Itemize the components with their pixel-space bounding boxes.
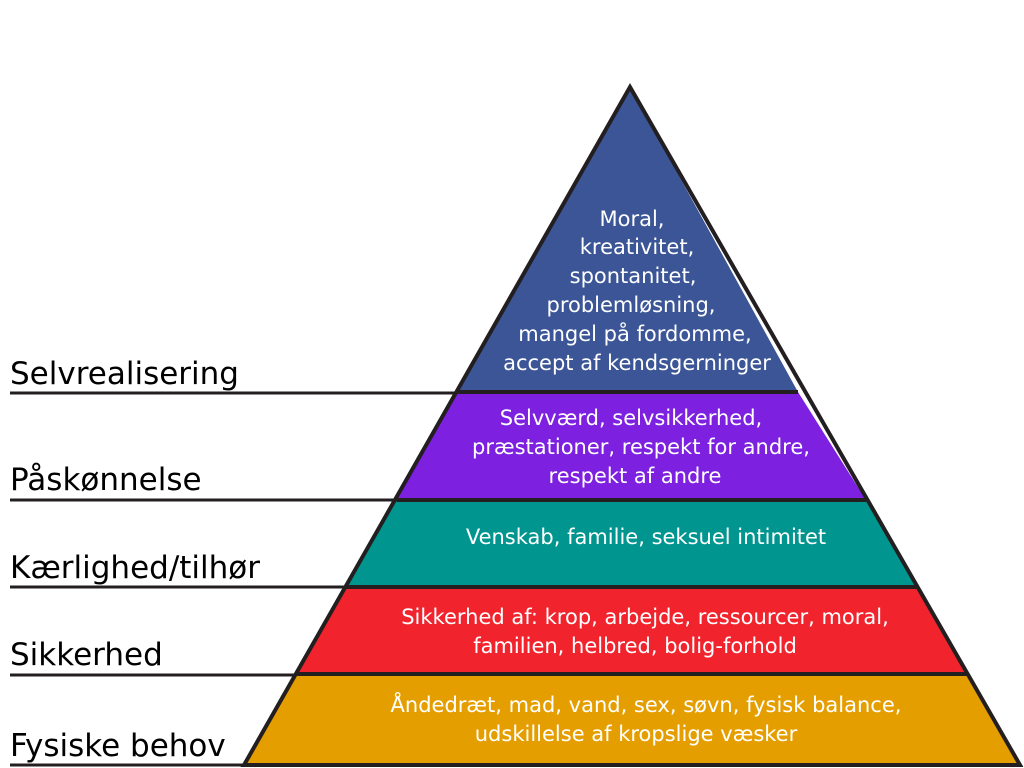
kaerlighed-text-line: Venskab, familie, seksuel intimitet [466, 525, 826, 549]
level-label-fysiske-behov: Fysiske behov [10, 728, 226, 764]
fysiske-behov-text-line: Åndedræt, mad, vand, sex, søvn, fysisk b… [391, 691, 902, 717]
level-label-sikkerhed: Sikkerhed [10, 637, 163, 673]
pyramid-outline [240, 82, 1024, 767]
band-fysiske-behov [244, 674, 1020, 765]
selvrealisering-text-line: problemløsning, [547, 293, 716, 317]
level-label-selvrealisering: Selvrealisering [10, 356, 239, 392]
band-selvrealisering [456, 87, 798, 392]
selvrealisering-text-line: spontanitet, [570, 264, 697, 288]
selvrealisering-text-line: kreativitet, [580, 235, 695, 259]
sikkerhed-text-line: familien, helbred, bolig-forhold [473, 634, 797, 658]
paaskoennelse-text-line: respekt af andre [549, 464, 722, 488]
level-label-kaerlighed: Kærlighed/tilhør [10, 550, 260, 586]
band-kaerlighed [346, 500, 917, 587]
selvrealisering-text-line: accept af kendsgerninger [503, 351, 771, 375]
band-sikkerhed [295, 587, 968, 674]
band-paaskoennelse [397, 392, 866, 500]
fysiske-behov-text-line: udskillelse af kropslige væsker [475, 722, 798, 746]
paaskoennelse-text-line: præstationer, respekt for andre, [472, 435, 810, 459]
sikkerhed-text-line: Sikkerhed af: krop, arbejde, ressourcer,… [401, 605, 889, 629]
selvrealisering-text-line: mangel på fordomme, [518, 321, 751, 346]
selvrealisering-text-line: Moral, [600, 207, 665, 231]
paaskoennelse-text-line: Selvværd, selvsikkerhed, [500, 406, 762, 430]
level-label-paaskoennelse: Påskønnelse [10, 462, 202, 498]
